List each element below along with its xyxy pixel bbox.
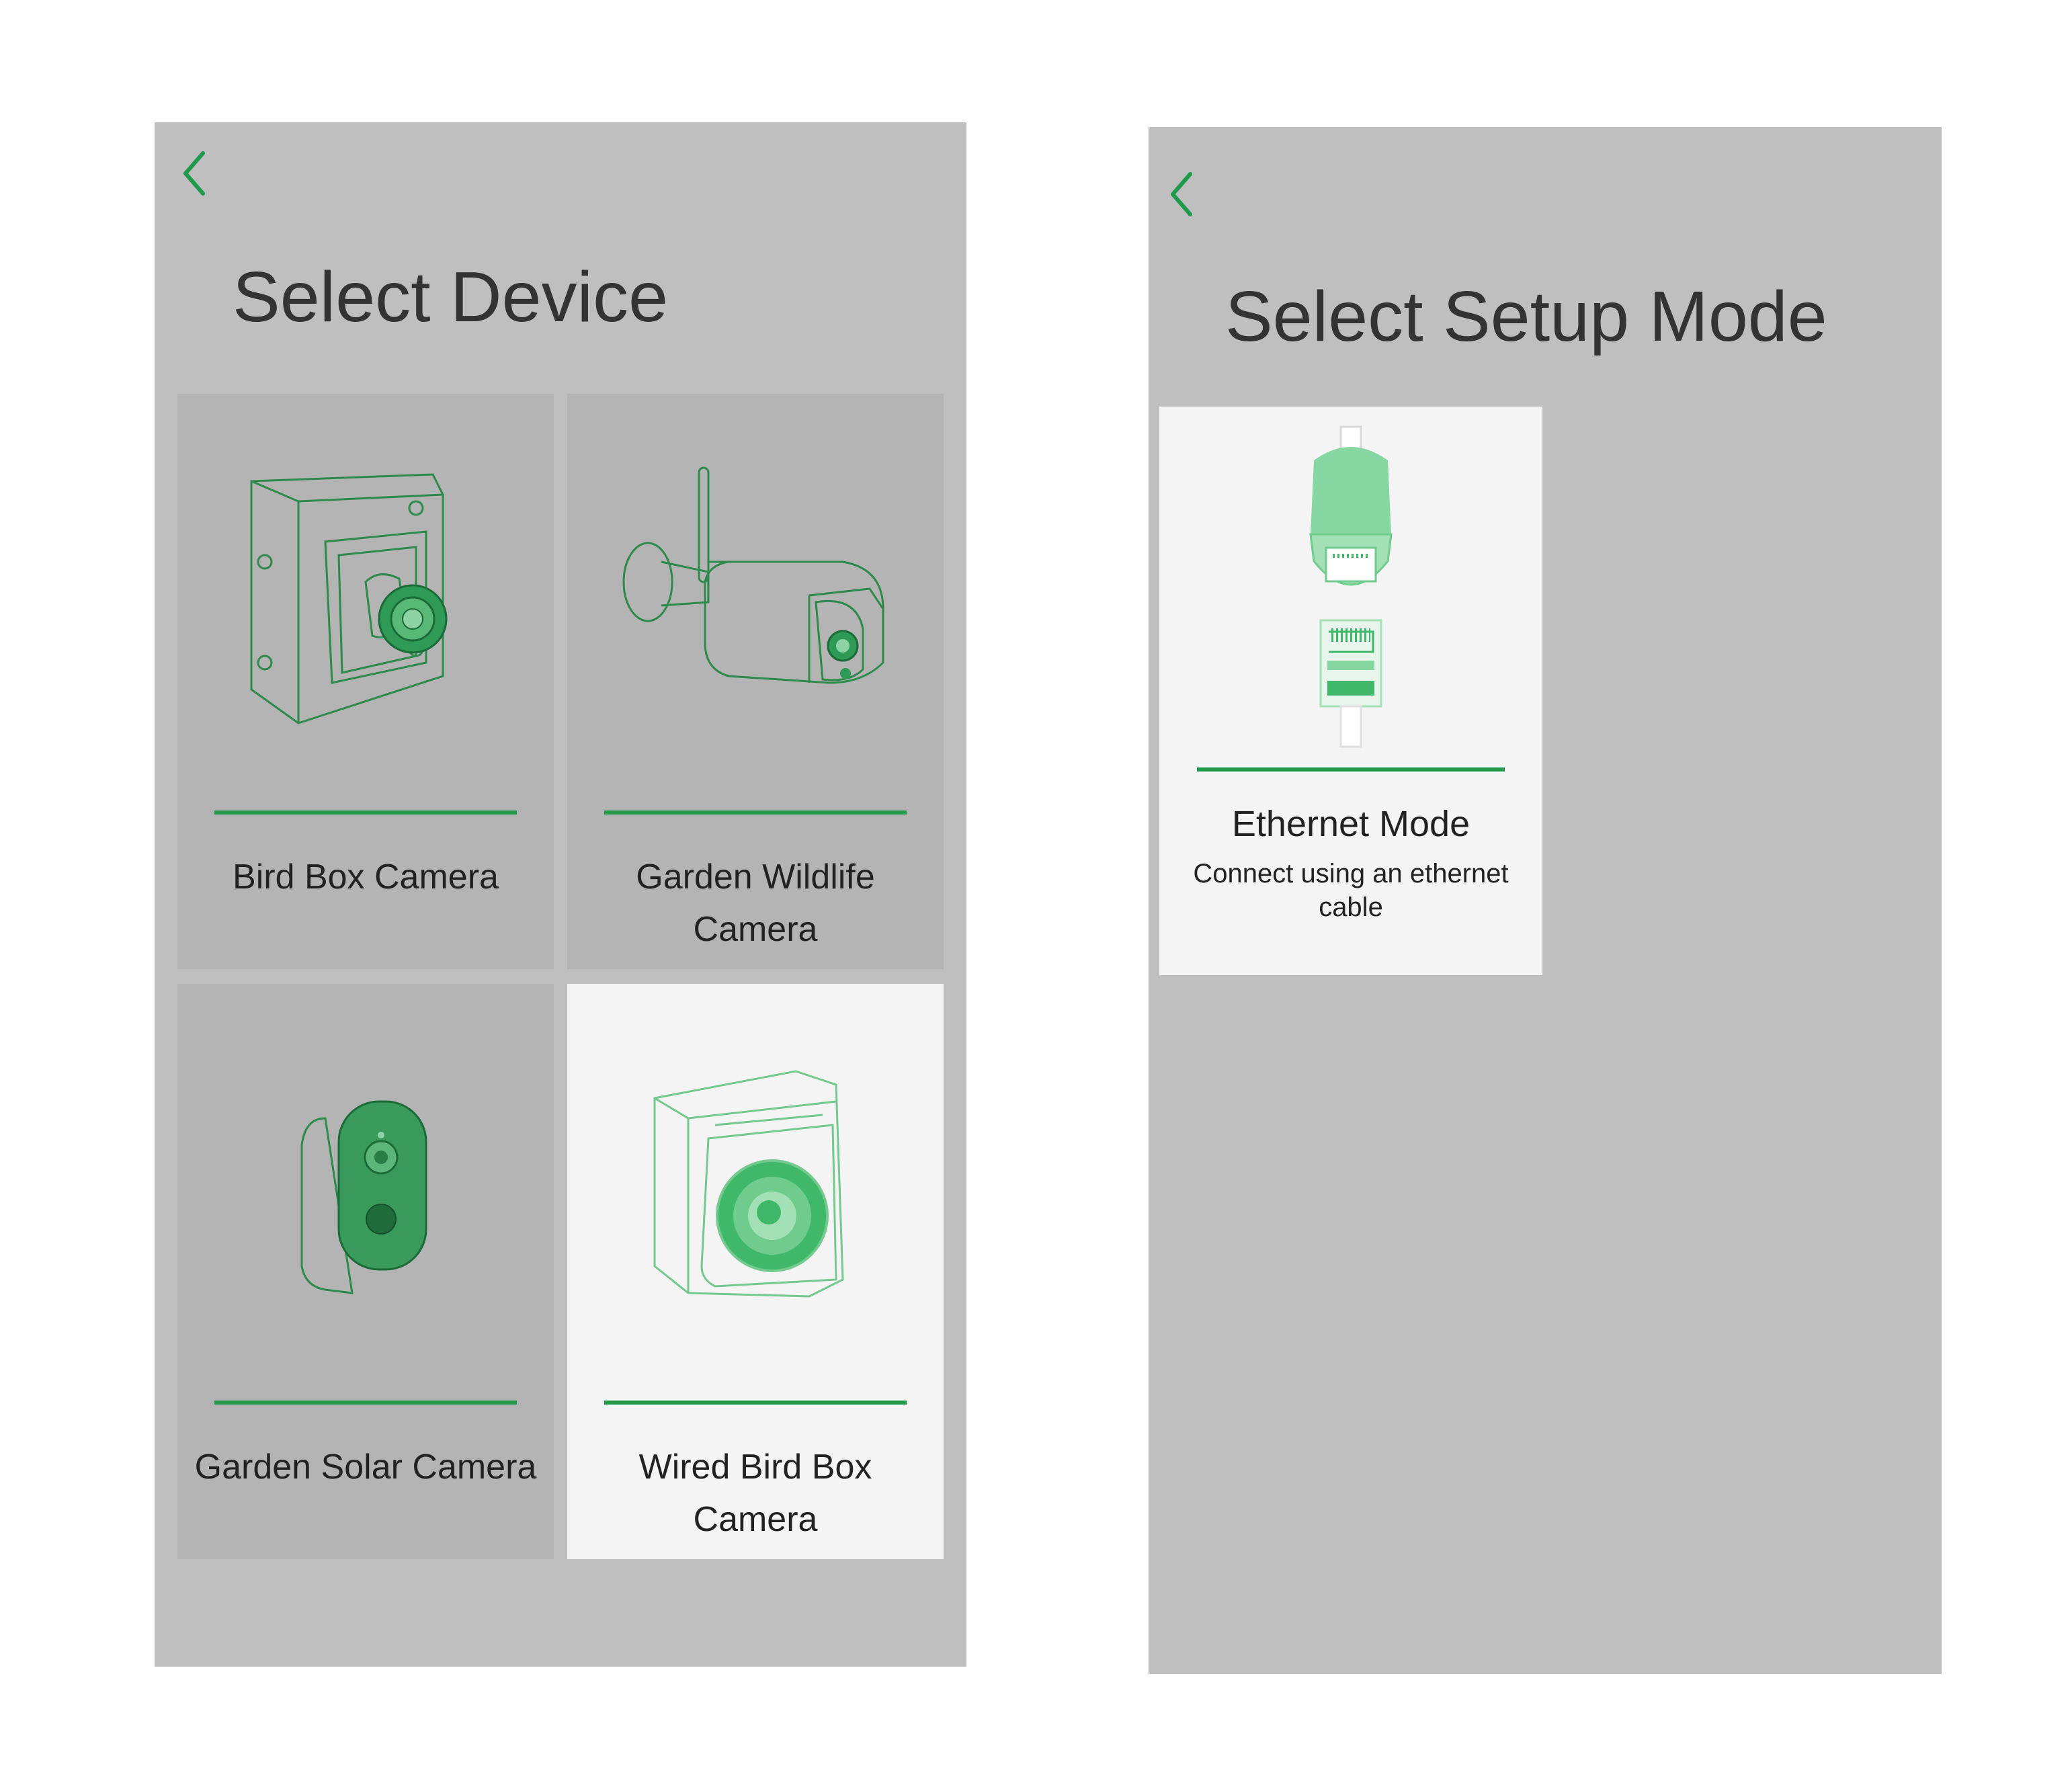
card-divider: [1197, 767, 1505, 772]
device-label: Garden Wildlife Camera: [636, 858, 875, 949]
select-setup-mode-screen: Select Setup Mode Ethernet Mode Connect …: [1149, 127, 1942, 1674]
ethernet-cable-illustration: [1159, 407, 1542, 769]
select-device-screen: Select Device Bird Box Came: [155, 122, 966, 1667]
mode-card-ethernet[interactable]: Ethernet Mode Connect using an ethernet …: [1159, 407, 1542, 975]
garden-wildlife-camera-illustration: [567, 394, 944, 784]
chevron-left-icon: [1171, 172, 1192, 216]
back-button[interactable]: [1162, 167, 1202, 221]
device-card-wired-bird-box-camera[interactable]: Wired Bird Box Camera: [567, 984, 944, 1559]
bird-box-camera-illustration: [177, 394, 554, 784]
device-label: Garden Solar Camera: [194, 1448, 537, 1487]
card-divider: [604, 1401, 907, 1405]
chevron-left-icon: [183, 151, 205, 196]
mode-title: Ethernet Mode: [1231, 804, 1470, 844]
garden-solar-camera-illustration: [177, 984, 554, 1374]
device-label: Bird Box Camera: [233, 858, 499, 897]
device-card-bird-box-camera[interactable]: Bird Box Camera: [177, 394, 554, 969]
page-title: Select Setup Mode: [1225, 277, 1827, 356]
device-label: Wired Bird Box Camera: [638, 1448, 872, 1539]
page-title: Select Device: [233, 257, 669, 337]
mode-description: Connect using an ethernet cable: [1193, 859, 1509, 922]
card-divider: [214, 810, 517, 815]
card-divider: [604, 810, 907, 815]
device-card-garden-solar-camera[interactable]: Garden Solar Camera: [177, 984, 554, 1559]
card-divider: [214, 1401, 517, 1405]
back-button[interactable]: [175, 147, 215, 200]
device-card-garden-wildlife-camera[interactable]: Garden Wildlife Camera: [567, 394, 944, 969]
wired-bird-box-camera-illustration: [567, 984, 944, 1374]
